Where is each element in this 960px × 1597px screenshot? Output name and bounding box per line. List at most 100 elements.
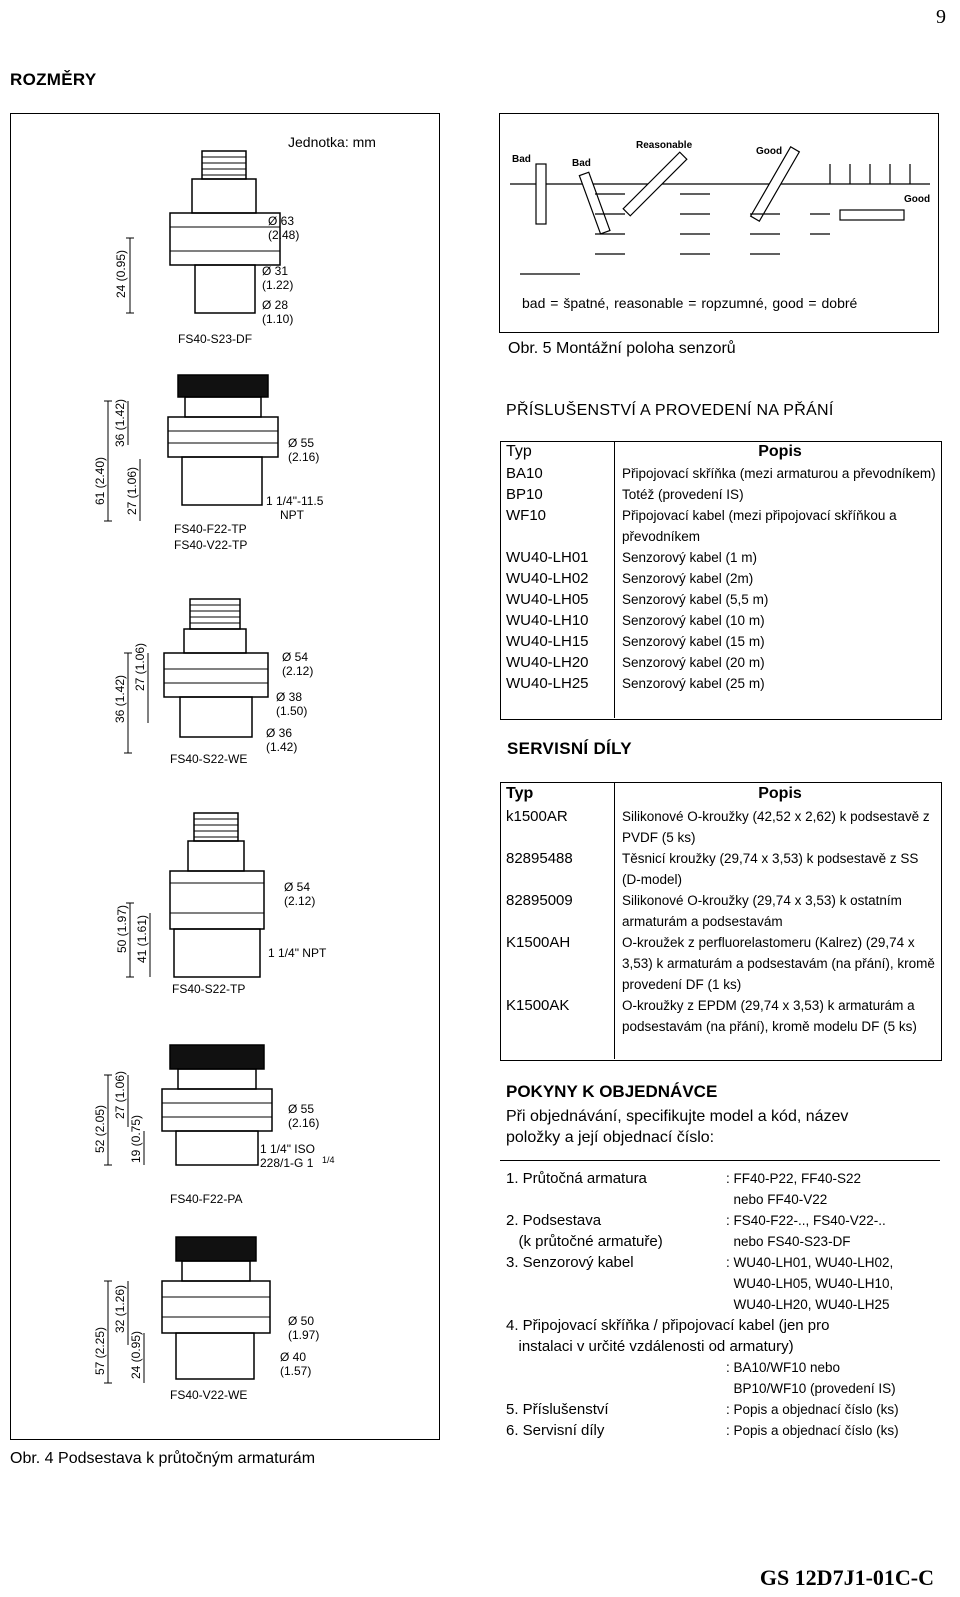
svg-text:19 (0.75): 19 (0.75) — [129, 1115, 143, 1163]
table-row: 82895009 Silikonové O-kroužky (29,74 x 3,… — [500, 890, 940, 932]
table-row: WU40-LH10 Senzorový kabel (10 m) — [500, 610, 940, 631]
ordering-intro-line2: položky a její objednací číslo: — [506, 1129, 715, 1146]
svg-text:(2.12): (2.12) — [284, 894, 315, 908]
ordering-heading: POKYNY K OBJEDNÁVCE — [506, 1082, 718, 1101]
figure-4-caption: Obr. 4 Podsestava k průtočným armaturám — [10, 1450, 316, 1467]
svg-text:Ø 55: Ø 55 — [288, 1102, 314, 1116]
svg-text:FS40-S22-WE: FS40-S22-WE — [170, 752, 247, 766]
ordering-item: WU40-LH05, WU40-LH10, — [506, 1273, 936, 1294]
svg-text:FS40-S23-DF: FS40-S23-DF — [178, 332, 252, 346]
svg-text:27 (1.06): 27 (1.06) — [133, 643, 147, 691]
ordering-item-value: : WU40-LH01, WU40-LH02, — [726, 1255, 894, 1270]
unit-label: Jednotka: mm — [288, 134, 376, 150]
row-type: BP10 — [506, 486, 543, 503]
svg-text:(1.50): (1.50) — [276, 704, 307, 718]
ordering-item: BP10/WF10 (provedení IS) — [506, 1378, 936, 1399]
svg-text:Good: Good — [904, 194, 930, 205]
svg-text:Ø 54: Ø 54 — [284, 880, 310, 894]
table-row: WU40-LH25 Senzorový kabel (25 m) — [500, 673, 940, 694]
table-row: BP10 Totéž (provedení IS) — [500, 484, 940, 505]
ordering-item-value: WU40-LH05, WU40-LH10, — [726, 1276, 894, 1291]
row-desc: Silikonové O-kroužky (29,74 x 3,53) k os… — [622, 893, 902, 929]
ordering-item-value: : FF40-P22, FF40-S22 — [726, 1171, 862, 1186]
service-table — [500, 782, 942, 1061]
svg-text:Good: Good — [756, 146, 782, 157]
document-code: GS 12D7J1-01C-C — [759, 1565, 934, 1590]
figure-5-drawing: Bad Bad Reasonable Good Good — [510, 140, 930, 275]
table-row: K1500AK O-kroužky z EPDM (29,74 x 3,53) k… — [500, 995, 940, 1037]
row-type: 82895488 — [506, 850, 573, 867]
drawing-fs40-s23-df — [126, 150, 281, 314]
ordering-item-value: nebo FS40-S23-DF — [726, 1234, 851, 1249]
row-type: WU40-LH05 — [506, 591, 589, 608]
row-type: k1500AR — [506, 808, 568, 825]
ordering-item-value: nebo FF40-V22 — [726, 1192, 828, 1207]
row-desc: O-kroužky z EPDM (29,74 x 3,53) k armatu… — [622, 998, 917, 1034]
row-type: WU40-LH01 — [506, 549, 589, 566]
svg-text:52 (2.05): 52 (2.05) — [93, 1105, 107, 1153]
svg-text:27 (1.06): 27 (1.06) — [113, 1071, 127, 1119]
ordering-item-label: (k průtočné armatuře) — [506, 1233, 663, 1250]
ordering-rule — [500, 1160, 940, 1161]
row-desc: O-kroužek z perfluorelastomeru (Kalrez) … — [622, 935, 935, 992]
svg-text:Ø 38: Ø 38 — [276, 690, 302, 704]
svg-text:Ø 28: Ø 28 — [262, 298, 288, 312]
svg-text:36 (1.42): 36 (1.42) — [113, 399, 127, 447]
row-type: BA10 — [506, 465, 543, 482]
service-heading: SERVISNÍ DÍLY — [507, 739, 632, 758]
svg-text:Ø 63: Ø 63 — [268, 214, 294, 228]
ordering-item-value: : FS40-F22-.., FS40-V22-.. — [726, 1213, 886, 1228]
svg-text:(1.57): (1.57) — [280, 1364, 311, 1378]
row-desc: Připojovací skříňka (mezi armaturou a př… — [622, 466, 936, 481]
accessories-col-type: Typ — [506, 443, 532, 460]
ordering-item-label: 1. Průtočná armatura — [506, 1170, 647, 1187]
row-desc: Senzorový kabel (10 m) — [622, 613, 765, 628]
row-type: WU40-LH10 — [506, 612, 589, 629]
svg-text:228/1-G 1: 228/1-G 1 — [260, 1156, 314, 1170]
svg-text:1 1/4" NPT: 1 1/4" NPT — [268, 946, 327, 960]
row-type: WU40-LH25 — [506, 675, 589, 692]
row-desc: Senzorový kabel (1 m) — [622, 550, 758, 565]
svg-text:(1.42): (1.42) — [266, 740, 297, 754]
svg-text:(1.97): (1.97) — [288, 1328, 319, 1342]
row-desc: Senzorový kabel (25 m) — [622, 676, 765, 691]
svg-text:FS40-V22-WE: FS40-V22-WE — [170, 1388, 247, 1402]
row-type: WU40-LH15 — [506, 633, 589, 650]
row-type: WU40-LH20 — [506, 654, 589, 671]
drawing-fs40-s22-we — [124, 598, 269, 754]
ordering-item-label: 4. Připojovací skříňka / připojovací kab… — [506, 1317, 830, 1334]
row-desc: Připojovací kabel (mezi připojovací skří… — [622, 508, 897, 544]
svg-text:Ø 36: Ø 36 — [266, 726, 292, 740]
ordering-item: 3. Senzorový kabel : WU40-LH01, WU40-LH02… — [506, 1252, 936, 1273]
ordering-item: 1. Průtočná armatura : FF40-P22, FF40-S22 — [506, 1168, 936, 1189]
ordering-list: 1. Průtočná armatura : FF40-P22, FF40-S22… — [506, 1168, 936, 1441]
ordering-item-value: : Popis a objednací číslo (ks) — [726, 1423, 899, 1438]
drawing-fs40-f22-tp — [104, 374, 279, 522]
svg-text:Ø 50: Ø 50 — [288, 1314, 314, 1328]
ordering-intro-line1: Při objednávání, specifikujte model a kó… — [506, 1108, 849, 1125]
ordering-item-label: 3. Senzorový kabel — [506, 1254, 634, 1271]
figure-5-frame — [499, 113, 939, 333]
row-type: 82895009 — [506, 892, 573, 909]
figure-4-drawings: FS40-S23-DF Ø 63 (2.48) Ø 31 (1.22) Ø 28… — [93, 150, 335, 1402]
svg-text:NPT: NPT — [280, 508, 305, 522]
row-type: K1500AK — [506, 997, 570, 1014]
row-desc: Totéž (provedení IS) — [622, 487, 744, 502]
ordering-item-value: : Popis a objednací číslo (ks) — [726, 1402, 899, 1417]
ordering-item-label: 2. Podsestava — [506, 1212, 602, 1229]
row-type: WU40-LH02 — [506, 570, 589, 587]
svg-text:Ø 40: Ø 40 — [280, 1350, 306, 1364]
ordering-item-value: WU40-LH20, WU40-LH25 — [726, 1297, 890, 1312]
svg-text:57 (2.25): 57 (2.25) — [93, 1327, 107, 1375]
ordering-item: WU40-LH20, WU40-LH25 — [506, 1294, 936, 1315]
svg-text:Reasonable: Reasonable — [636, 140, 693, 151]
ordering-item-label: 6. Servisní díly — [506, 1422, 605, 1439]
ordering-item: 6. Servisní díly : Popis a objednací čísl… — [506, 1420, 936, 1441]
page-number: 9 — [936, 6, 946, 28]
figure-5-caption: Obr. 5 Montážní poloha senzorů — [508, 340, 736, 357]
